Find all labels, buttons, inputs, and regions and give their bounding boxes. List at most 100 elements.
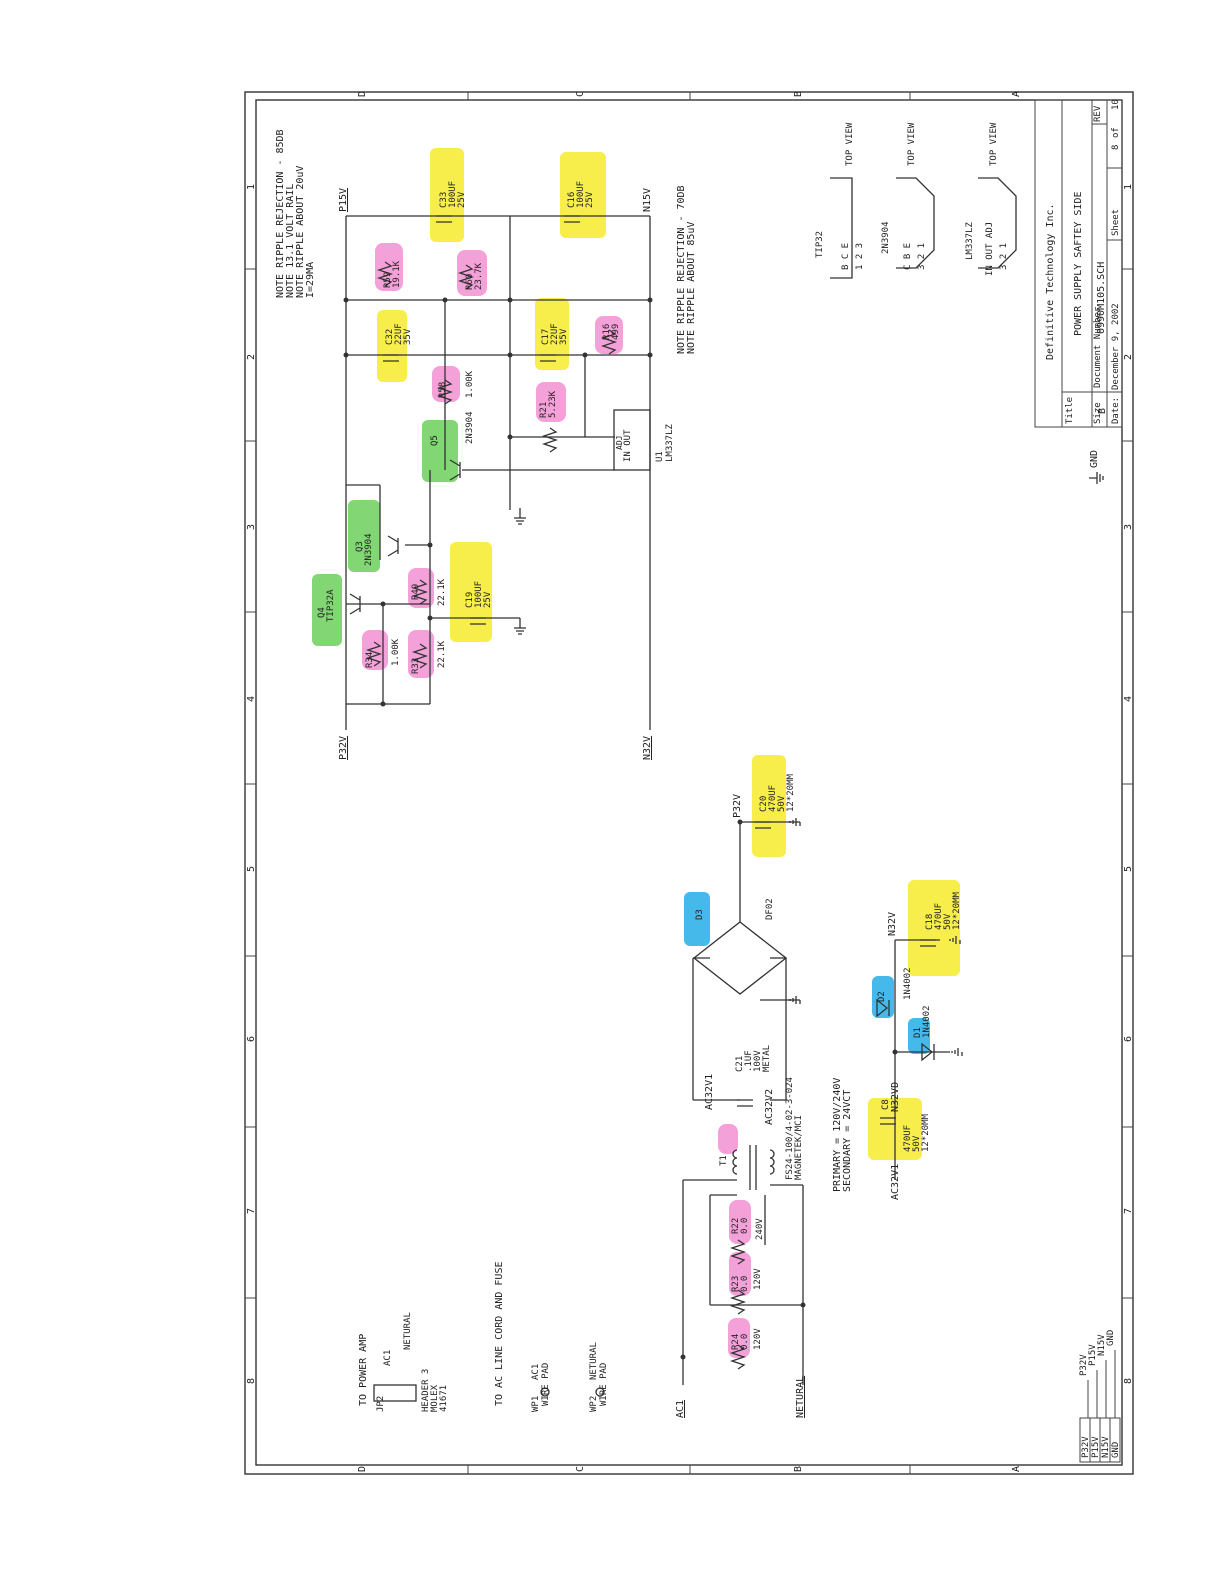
row-label-b-bottom: B xyxy=(793,1466,804,1472)
col-label-3-right: 3 xyxy=(1123,524,1134,530)
q3-ref: Q3 xyxy=(355,541,365,552)
r23-tap: 120V xyxy=(753,1268,763,1290)
tb-size-label: Size xyxy=(1093,402,1103,424)
c16-ref: C16 xyxy=(567,192,577,208)
net-ac32v2: AC32V2 xyxy=(764,1089,775,1125)
col-label-8-left: 8 xyxy=(246,1378,257,1384)
tb-of-label: of xyxy=(1111,127,1121,138)
c17-ref: C17 xyxy=(541,329,551,345)
c20-ref: C20 xyxy=(759,796,769,812)
jp2-ref: JP2 xyxy=(376,1396,386,1412)
d3-part: DF02 xyxy=(765,898,775,920)
net-n32v: N32V xyxy=(642,736,653,760)
c8-voltage: 50V xyxy=(912,1135,922,1152)
c20-voltage: 50V xyxy=(777,795,787,812)
junctions xyxy=(343,297,898,1360)
c33-value: 100UF xyxy=(448,181,458,208)
c19-voltage: 25V xyxy=(483,591,493,608)
tb-docnum-label: Document Number xyxy=(1093,306,1103,388)
note-to-power-amp: TO POWER AMP xyxy=(358,1334,369,1406)
r34-ref: R34 xyxy=(365,652,375,668)
c19-ref: C19 xyxy=(465,592,475,608)
q4-part: TIP32A xyxy=(326,589,336,622)
u1-adj: ADJ xyxy=(615,436,624,450)
col-label-5-right: 5 xyxy=(1123,866,1134,872)
net-legend xyxy=(1079,1350,1121,1463)
net-p32v: P32V xyxy=(338,736,349,760)
pinout-tip32-pins: B C E xyxy=(841,243,851,270)
pinout-lm337-pins: IN OUT ADJ xyxy=(985,222,995,276)
pinout-2n3904-pins: C B E xyxy=(903,243,913,270)
t1-ref: T1 xyxy=(719,1155,729,1166)
tb-sheet-label: Sheet xyxy=(1111,209,1121,236)
r58-value: 1.00K xyxy=(465,370,475,398)
r24-tap: 120V xyxy=(753,1328,763,1350)
c20-size: 12*20MM xyxy=(786,773,796,812)
col-label-2-right: 2 xyxy=(1123,354,1134,360)
r22-tap: 240V xyxy=(755,1218,765,1240)
col-label-5-left: 5 xyxy=(246,866,257,872)
pinout-2n3904-nums: 3 2 1 xyxy=(917,243,927,270)
note-primary: PRIMARY = 120V/240V xyxy=(832,1078,843,1192)
r33-value: 22.1K xyxy=(437,640,447,668)
row-label-a-top: A xyxy=(1011,91,1022,97)
tb-size: B xyxy=(1097,408,1108,414)
note-top-2: NOTE 13.1 VOLT RAIL xyxy=(285,184,296,298)
note-top-4: I=29MA xyxy=(305,262,316,298)
r22-ref: R22 xyxy=(731,1218,741,1234)
col-label-1-left: 1 xyxy=(246,184,257,190)
net-ac32v1: AC32V1 xyxy=(704,1074,715,1110)
q5-part: 2N3904 xyxy=(465,411,475,444)
r23-ref: R23 xyxy=(731,1276,741,1292)
tb-title-label: Title xyxy=(1065,397,1075,424)
q4-ref: Q4 xyxy=(317,607,327,618)
u1-pins: IN OUT xyxy=(623,429,633,462)
r59-ref: R59 xyxy=(383,272,393,288)
c16-value: 100UF xyxy=(576,181,586,208)
c33-ref: C33 xyxy=(439,192,449,208)
r59-value: 19.1K xyxy=(392,260,402,288)
tb-date: December 9, 2002 xyxy=(1111,303,1121,390)
u1-part: LM337LZ xyxy=(665,423,675,462)
wp1-type: WIRE PAD xyxy=(541,1363,551,1406)
t1-part: FS24-100/4-02-3-024 xyxy=(785,1077,795,1180)
wp2-type: WIRE PAD xyxy=(599,1363,609,1406)
c18-size: 12*20MM xyxy=(952,891,962,930)
legend-p32v-top: P32V xyxy=(1079,1354,1089,1376)
r16-ref: R16 xyxy=(602,324,612,340)
pinout-lm337-name: LM337LZ xyxy=(965,221,975,260)
wp2-net: NETURAL xyxy=(589,1342,599,1380)
r60-ref: R60 xyxy=(465,274,475,290)
c32-value: 22UF xyxy=(394,323,404,345)
r22-value: 0.0 xyxy=(740,1218,750,1234)
legend-p15v: P15V xyxy=(1091,1436,1101,1458)
tb-date-label: Date: xyxy=(1111,397,1121,424)
r33-ref: R33 xyxy=(411,658,421,674)
c33-voltage: 25V xyxy=(457,191,467,208)
legend-gnd-top: GND xyxy=(1106,1330,1116,1346)
r58-ref: R58 xyxy=(438,382,448,398)
r21-ref: R21 xyxy=(539,402,549,418)
c32-voltage: 35V xyxy=(403,328,413,345)
row-label-d-bottom: D xyxy=(357,1466,368,1472)
legend-n15v-top: N15V xyxy=(1097,1334,1107,1356)
col-label-3-left: 3 xyxy=(246,524,257,530)
u1-ref: U1 xyxy=(655,451,665,462)
component-glyphs xyxy=(349,177,1017,1402)
wp1-net: AC1 xyxy=(531,1364,541,1380)
jp2-partno: 41671 xyxy=(439,1385,449,1412)
d2-ref: D2 xyxy=(877,991,887,1002)
wp1-ref: WP1 xyxy=(531,1396,541,1412)
c17-value: 22UF xyxy=(550,323,560,345)
col-label-4-right: 4 xyxy=(1123,696,1134,702)
c8-ref: C8 xyxy=(881,1099,891,1110)
pinout-tip32-name: TIP32 xyxy=(815,231,825,258)
r23-value: 0.0 xyxy=(740,1276,750,1292)
r24-ref: R24 xyxy=(731,1334,741,1350)
r60-value: 23.7K xyxy=(474,262,484,290)
c18-ref: C18 xyxy=(925,914,935,930)
legend-gnd: GND xyxy=(1111,1442,1121,1458)
c19-value: 100UF xyxy=(474,581,484,608)
c8-size: 12*20MM xyxy=(921,1113,931,1152)
